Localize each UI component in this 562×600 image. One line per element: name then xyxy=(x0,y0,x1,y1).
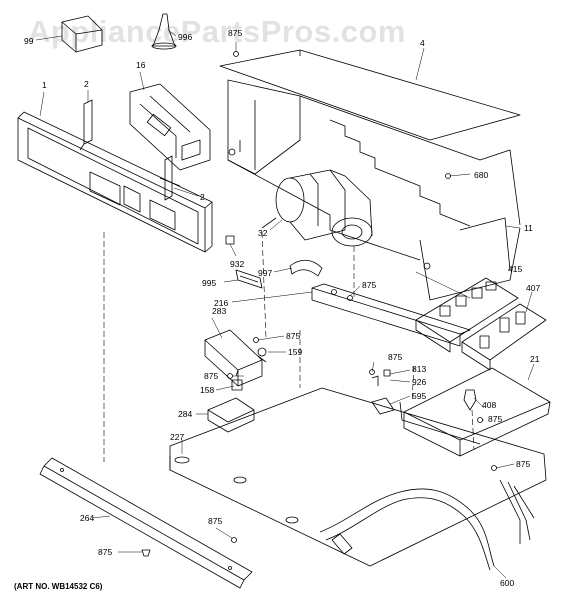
callout-264: 264 xyxy=(80,513,95,523)
callout-2-bottom: 2 xyxy=(200,192,205,202)
callout-32: 32 xyxy=(258,228,268,238)
part-159-sensor xyxy=(257,347,267,363)
callout-996: 996 xyxy=(178,32,193,42)
part-2-bracket-bottom xyxy=(159,155,181,201)
callout-995: 995 xyxy=(202,278,217,288)
callout-926: 926 xyxy=(412,377,427,387)
callout-21: 21 xyxy=(530,354,540,364)
part-264-front-trim xyxy=(39,457,253,589)
part-932-fastener xyxy=(225,235,235,245)
part-11-chassis xyxy=(227,79,521,301)
callout-595: 595 xyxy=(412,391,427,401)
callout-875-screw: 875 xyxy=(98,547,113,557)
callout-813: 813 xyxy=(412,364,427,374)
callout-408: 408 xyxy=(482,400,497,410)
callout-680: 680 xyxy=(474,170,489,180)
part-99-clip-box xyxy=(61,15,103,53)
callout-2-top: 2 xyxy=(84,79,89,89)
part-997-harness-clip xyxy=(289,259,323,277)
part-1-control-panel xyxy=(17,111,213,253)
part-32-blower-motor xyxy=(261,169,373,247)
callout-227: 227 xyxy=(170,432,185,442)
callout-875-mid: 875 xyxy=(362,280,377,290)
part-595-clamp xyxy=(371,397,395,415)
part-995-gasket xyxy=(235,269,263,289)
callout-875-top: 875 xyxy=(228,28,243,38)
part-415-relay-board xyxy=(415,277,519,353)
art-number: (ART NO. WB14532 C6) xyxy=(14,582,103,591)
callout-1: 1 xyxy=(42,80,47,90)
callout-11: 11 xyxy=(524,223,533,233)
callout-407: 407 xyxy=(526,283,541,293)
callout-16: 16 xyxy=(136,60,146,70)
callout-875-left: 875 xyxy=(204,371,219,381)
callout-875-813: 875 xyxy=(388,352,403,362)
part-996-knob xyxy=(151,13,177,50)
callout-600: 600 xyxy=(500,578,515,588)
part-16-control-board xyxy=(129,83,211,171)
callout-875-right: 875 xyxy=(516,459,531,469)
callout-875-bottom: 875 xyxy=(208,516,223,526)
callout-997: 997 xyxy=(258,268,273,278)
callout-415: 415 xyxy=(508,264,523,274)
part-158-thermal-switch xyxy=(231,369,243,391)
part-813-bracket xyxy=(371,369,391,386)
callout-4: 4 xyxy=(420,38,425,48)
callout-284: 284 xyxy=(178,409,193,419)
callout-216: 216 xyxy=(214,298,229,308)
part-21-rear-tray xyxy=(403,367,551,457)
part-407-power-board xyxy=(461,303,547,371)
callout-159: 159 xyxy=(288,347,303,357)
callout-158: 158 xyxy=(200,385,215,395)
callout-932: 932 xyxy=(230,259,245,269)
callout-283: 283 xyxy=(212,306,227,316)
part-284-shield xyxy=(207,397,255,433)
callout-875-283: 875 xyxy=(286,331,301,341)
part-227-bottom-plate xyxy=(169,387,547,567)
part-4-top-panel xyxy=(219,49,521,141)
part-600-wire-harness xyxy=(319,479,535,571)
callout-875-21: 875 xyxy=(488,414,503,424)
part-2-bracket-top xyxy=(79,99,93,151)
callout-99: 99 xyxy=(24,36,34,46)
part-408-grommet xyxy=(463,389,477,411)
